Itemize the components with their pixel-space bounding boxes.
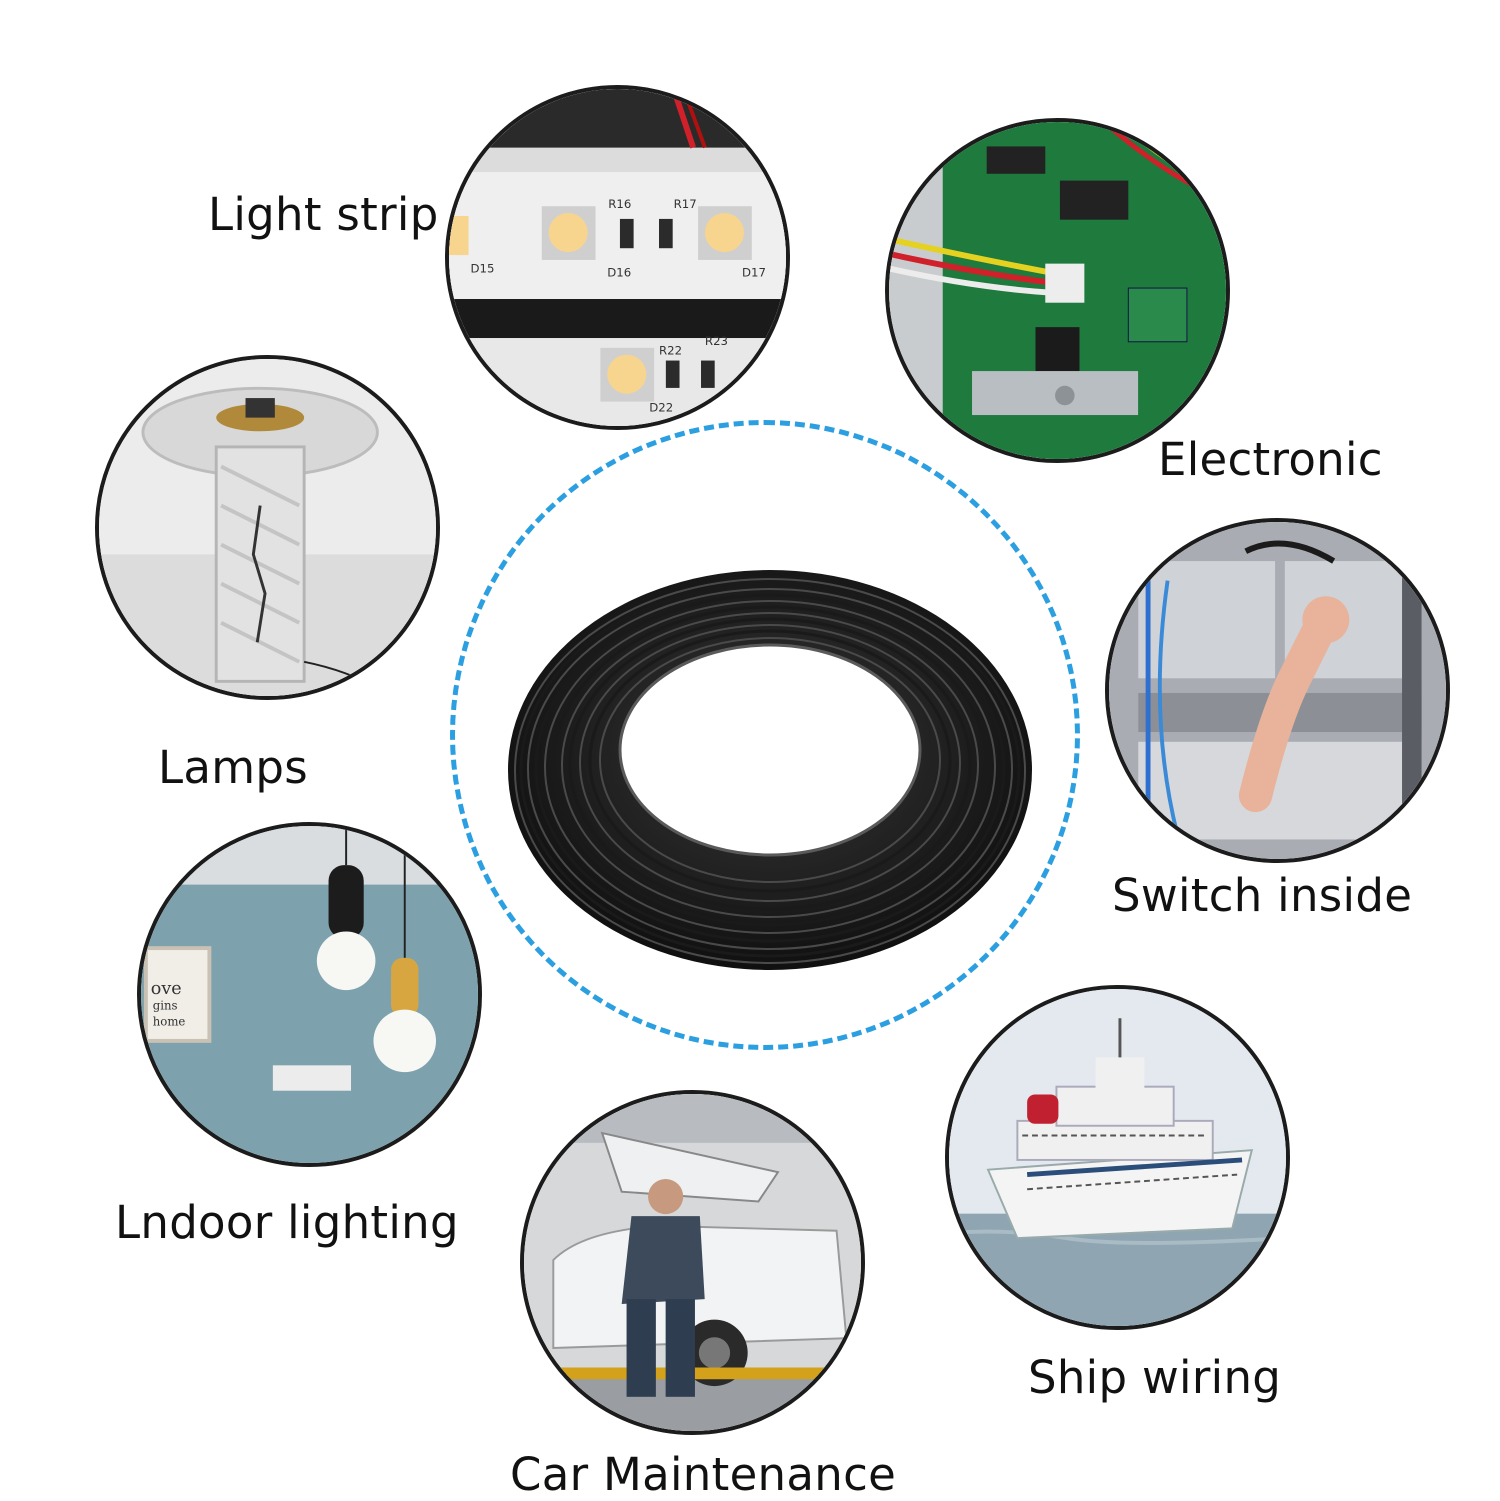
strip-label-d17: D17 [742,266,766,280]
strip-label-d15: D15 [470,262,494,276]
electronic-label: Electronic [1158,433,1383,486]
ship-wiring-label: Ship wiring [1028,1351,1282,1404]
strip-label-r22: R22 [659,344,682,358]
glass-table-lamp-icon [99,359,436,696]
car-maintenance-label: Car Maintenance [510,1448,897,1501]
car-maintenance-photo [520,1090,865,1435]
black-cable-coil-icon [508,570,1032,970]
car-repair-icon [524,1094,861,1431]
circuit-board-icon [889,122,1226,459]
light-strip-label: Light strip [208,188,439,241]
light-strip-photo: R16 R17 D15 D16 D17 R22 R23 D22 [445,85,790,430]
switch-inside-photo [1105,518,1450,863]
indoor-lighting-photo: ove gins home [137,822,482,1167]
electronic-photo [885,118,1230,463]
cruise-ship-icon [949,989,1286,1326]
pendant-lights-icon: ove gins home [141,826,478,1163]
switch-inside-label: Switch inside [1112,869,1413,922]
indoor-lighting-label: Lndoor lighting [115,1196,459,1249]
frame-text-home: home [153,1014,186,1028]
cable-coil-product [500,555,1040,975]
lamps-photo [95,355,440,700]
strip-label-d16: D16 [607,266,631,280]
led-light-strip-icon: R16 R17 D15 D16 D17 R22 R23 D22 [449,89,786,426]
strip-label-r17: R17 [674,197,697,211]
lamps-label: Lamps [158,741,308,794]
strip-label-d22: D22 [649,400,673,414]
frame-text-ove: ove [151,979,182,999]
center-dashed-ring [450,420,1080,1050]
strip-label-r23: R23 [705,334,728,348]
strip-label-r16: R16 [608,197,631,211]
frame-text-gins: gins [153,999,178,1013]
ship-wiring-photo [945,985,1290,1330]
server-rack-icon [1109,522,1446,859]
